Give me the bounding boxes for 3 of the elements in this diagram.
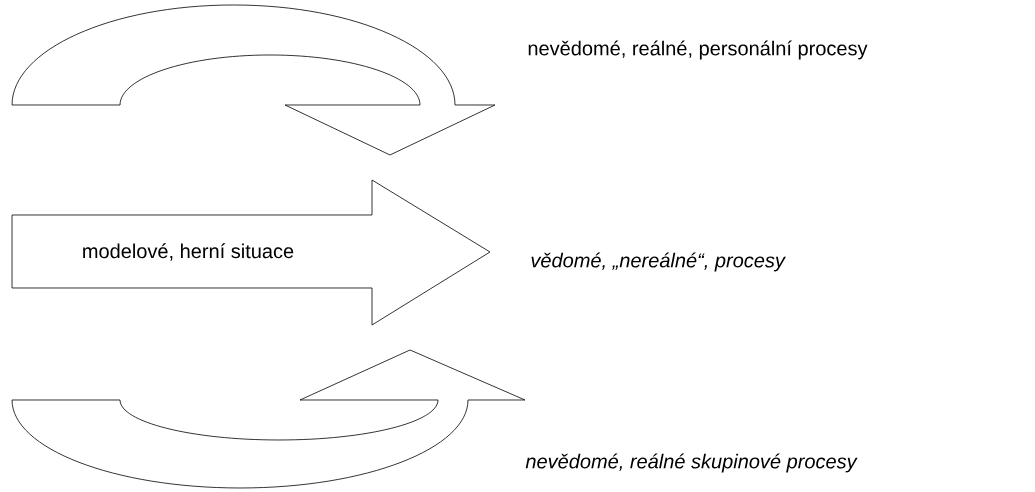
caption-text: vědomé, „nereálné“, procesy [531, 252, 786, 272]
caption-text: nevědomé, reálné skupinové procesy [525, 453, 858, 473]
caption-text: nevědomé, reálné, personální procesy [528, 40, 868, 60]
